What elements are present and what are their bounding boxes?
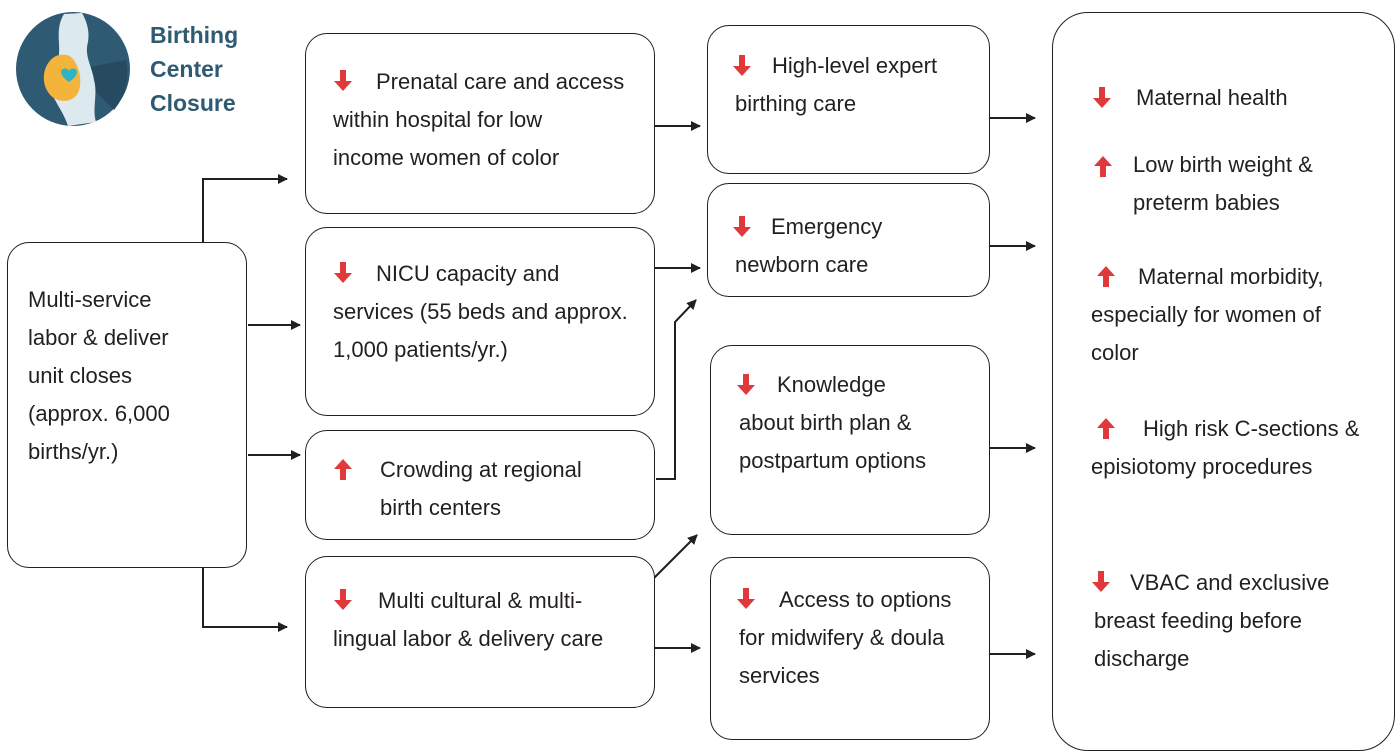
box-access bbox=[710, 557, 990, 740]
down-arrow-icon bbox=[733, 216, 751, 237]
crowding-text: Crowding at regional birth centers bbox=[333, 451, 582, 527]
text-line: Maternal health bbox=[1136, 85, 1288, 110]
box-multicultural bbox=[305, 556, 655, 708]
box-expert bbox=[707, 25, 990, 174]
box-crowding bbox=[305, 430, 655, 540]
text-line: within hospital for low bbox=[333, 107, 543, 132]
text-line: birth centers bbox=[380, 495, 502, 520]
down-arrow-icon bbox=[334, 70, 352, 91]
box-nicu bbox=[305, 227, 655, 416]
up-arrow-icon bbox=[1097, 418, 1115, 439]
down-arrow-icon bbox=[1092, 571, 1110, 592]
text-line: income women of color bbox=[333, 145, 560, 170]
up-arrow-icon bbox=[1094, 156, 1112, 177]
text-line: newborn care bbox=[735, 252, 869, 277]
text-line: Low birth weight & bbox=[1133, 152, 1313, 177]
pregnant-silhouette-heart-icon bbox=[16, 12, 130, 126]
arrow-source-prenatal bbox=[202, 174, 288, 242]
text-line: breast feeding before bbox=[1094, 608, 1302, 633]
nicu-text: NICU capacity and services (55 beds and … bbox=[333, 255, 628, 369]
emergency-text: Emergency newborn care bbox=[735, 208, 882, 284]
down-arrow-icon bbox=[733, 55, 751, 76]
knowledge-text: Knowledge about birth plan & postpartum … bbox=[739, 366, 926, 480]
text-line: High risk C-sections & bbox=[1143, 416, 1360, 441]
text-line: births/yr.) bbox=[28, 439, 119, 464]
text-line: High-level expert bbox=[772, 53, 938, 78]
text-line: Crowding at regional bbox=[380, 457, 582, 482]
text-line: Emergency bbox=[771, 214, 883, 239]
text-line: NICU capacity and bbox=[376, 261, 560, 286]
text-line: 1,000 patients/yr.) bbox=[333, 337, 508, 362]
arrow-crowding-emergency bbox=[656, 299, 697, 480]
diagram-title: Birthing Center Closure bbox=[150, 18, 238, 120]
box-prenatal bbox=[305, 33, 655, 214]
text-line: Multi-service bbox=[28, 287, 152, 312]
text-line: services bbox=[739, 663, 820, 688]
text-line: especially for women of bbox=[1091, 302, 1321, 327]
text-line: services (55 beds and approx. bbox=[333, 299, 628, 324]
title-line: Birthing bbox=[150, 22, 239, 48]
text-line: preterm babies bbox=[1133, 190, 1280, 215]
text-line: labor & deliver bbox=[28, 325, 169, 350]
text-line: unit closes bbox=[28, 363, 132, 388]
text-line: Prenatal care and access bbox=[376, 69, 625, 94]
arrow-source-multicultural bbox=[202, 568, 288, 632]
text-line: Maternal morbidity, bbox=[1138, 264, 1324, 289]
down-arrow-icon bbox=[334, 262, 352, 283]
low-birth-weight-text: Low birth weight & preterm babies bbox=[1133, 146, 1313, 222]
box-emergency bbox=[707, 183, 990, 297]
maternal-health-text: Maternal health bbox=[1136, 79, 1288, 117]
text-line: discharge bbox=[1094, 646, 1190, 671]
box-knowledge bbox=[710, 345, 990, 535]
arrow-multicultural-knowledge bbox=[651, 534, 698, 581]
text-line: postpartum options bbox=[739, 448, 927, 473]
source-box bbox=[7, 242, 247, 568]
up-arrow-icon bbox=[334, 459, 352, 480]
text-line: about birth plan & bbox=[739, 410, 912, 435]
up-arrow-icon bbox=[1097, 266, 1115, 287]
text-line: color bbox=[1091, 340, 1139, 365]
text-line: (approx. 6,000 bbox=[28, 401, 170, 426]
down-arrow-icon bbox=[737, 588, 755, 609]
text-line: Multi cultural & multi- bbox=[378, 588, 583, 613]
maternal-morbidity-text: Maternal morbidity, especially for women… bbox=[1091, 258, 1323, 372]
text-line: episiotomy procedures bbox=[1091, 454, 1313, 479]
expert-text: High-level expert birthing care bbox=[735, 47, 937, 123]
text-line: birthing care bbox=[735, 91, 857, 116]
text-line: VBAC and exclusive bbox=[1130, 570, 1330, 595]
title-line: Closure bbox=[150, 90, 236, 116]
text-line: Knowledge bbox=[777, 372, 886, 397]
source-text: Multi-service labor & deliver unit close… bbox=[28, 281, 170, 471]
down-arrow-icon bbox=[737, 374, 755, 395]
c-sections-text: High risk C-sections & episiotomy proced… bbox=[1091, 410, 1359, 486]
text-line: lingual labor & delivery care bbox=[333, 626, 604, 651]
title-line: Center bbox=[150, 56, 223, 82]
box-outcomes bbox=[1052, 12, 1395, 751]
down-arrow-icon bbox=[334, 589, 352, 610]
down-arrow-icon bbox=[1093, 87, 1111, 108]
text-line: for midwifery & doula bbox=[739, 625, 945, 650]
vbac-text: VBAC and exclusive breast feeding before… bbox=[1094, 564, 1329, 678]
prenatal-text: Prenatal care and access within hospital… bbox=[333, 63, 624, 177]
access-text: Access to options for midwifery & doula … bbox=[739, 581, 951, 695]
multicultural-text: Multi cultural & multi- lingual labor & … bbox=[333, 582, 603, 658]
text-line: Access to options bbox=[779, 587, 952, 612]
